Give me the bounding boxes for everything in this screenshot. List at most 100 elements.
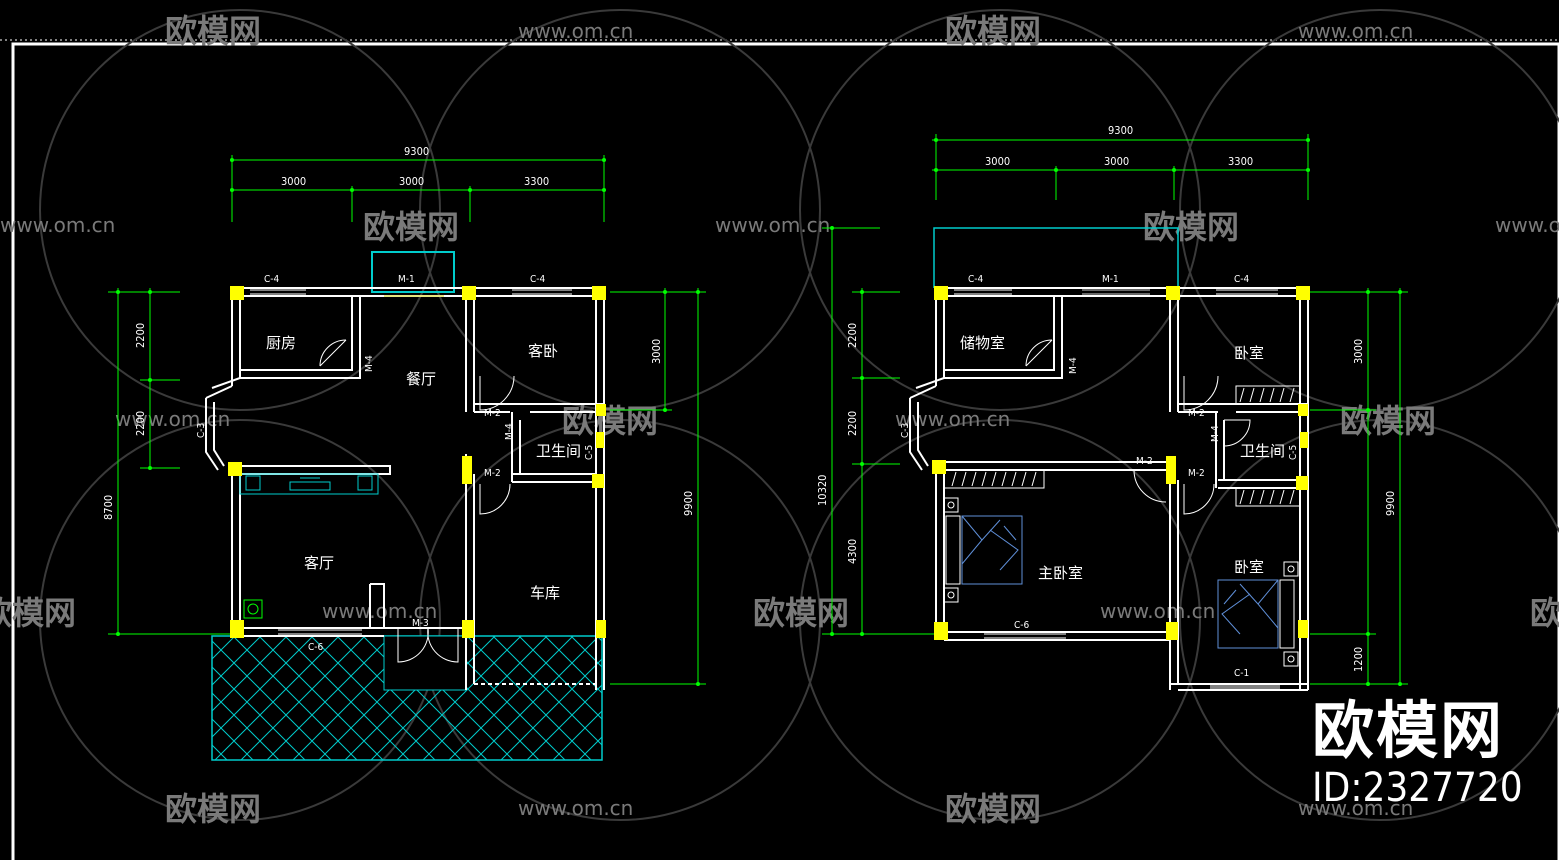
room-master: 主卧室 <box>1038 564 1083 582</box>
drawing-frame <box>11 42 1559 860</box>
master-bed <box>961 515 1023 585</box>
right-columns <box>932 286 1310 640</box>
dim-total-top: 9300 <box>1108 124 1133 137</box>
room-living: 客厅 <box>304 554 334 572</box>
dim-total-top: 9300 <box>404 145 429 158</box>
watermark-url: www.om.cn <box>115 407 230 431</box>
left-walls <box>205 251 605 690</box>
tag-c6: C-6 <box>1014 620 1030 631</box>
right-dimension-lines <box>822 134 1408 686</box>
watermark-url: www.om.cn <box>895 407 1010 431</box>
dim-seg-right-2: 1200 <box>1352 647 1365 672</box>
tag-m2-bath2: M-2 <box>1188 468 1205 479</box>
dim-seg-top-2: 3000 <box>1104 155 1129 168</box>
watermark-logo: 欧模网 <box>753 594 849 632</box>
watermark-logo: 欧模网 <box>165 790 261 828</box>
tag-m4-bath: M-4 <box>1210 425 1221 442</box>
left-dimension-ticks <box>116 158 700 686</box>
watermark-url: www.om.cn <box>0 213 115 237</box>
room-guest-bedroom: 客卧 <box>528 342 558 360</box>
room-storage: 储物室 <box>960 334 1005 352</box>
tag-c4-right: C-4 <box>1234 274 1250 285</box>
tag-c3: C-3 <box>900 423 911 438</box>
watermark-logo: 欧模网 <box>945 12 1041 50</box>
tv-cabinet <box>239 473 379 495</box>
watermark-url: www.om.cn <box>518 796 633 820</box>
tag-m1: M-1 <box>398 274 415 285</box>
tag-c4-left: C-4 <box>968 274 984 285</box>
dim-total-right: 9900 <box>1384 491 1397 516</box>
tag-m2-garage: M-2 <box>484 468 501 479</box>
tag-m2-bed: M-2 <box>1188 408 1205 419</box>
left-floor-plan: 9300 3000 3000 3300 8700 2200 2200 3000 … <box>102 145 706 761</box>
dim-seg-right-1: 3000 <box>1352 339 1365 364</box>
tag-m4-storage: M-4 <box>1068 357 1079 374</box>
tag-c1: C-1 <box>1234 668 1249 679</box>
room-bedroom-bottom: 卧室 <box>1234 558 1264 576</box>
left-dimension-lines <box>108 155 706 686</box>
tag-m4-kitchen: M-4 <box>364 355 375 372</box>
room-bathroom: 卫生间 <box>1240 442 1285 460</box>
watermark-url: www.om.cn <box>322 599 437 623</box>
tag-m3: M-3 <box>412 618 429 629</box>
room-kitchen: 厨房 <box>266 334 296 352</box>
dim-seg-top-1: 3000 <box>281 175 306 188</box>
tag-c6: C-6 <box>308 642 324 653</box>
watermark-logo: 欧模网 <box>1530 594 1559 632</box>
watermark-texts: 欧模网 www.om.cn 欧模网 www.om.cn www.om.cn 欧模… <box>0 12 1559 828</box>
dim-total-left: 10320 <box>816 475 829 506</box>
watermark-logo: 欧模网 <box>1340 402 1436 440</box>
tag-m2-master: M-2 <box>1136 456 1153 467</box>
tag-m4-bath: M-4 <box>504 423 515 440</box>
watermark-url: www.om.cn <box>715 213 830 237</box>
tag-m2-bed: M-2 <box>484 408 501 419</box>
dim-seg-top-3: 3300 <box>1228 155 1253 168</box>
tag-m1: M-1 <box>1102 274 1119 285</box>
tag-c4-right: C-4 <box>530 274 546 285</box>
plant-icon <box>243 599 263 619</box>
dim-seg-left-2: 2200 <box>846 411 859 436</box>
room-dining: 餐厅 <box>406 370 436 388</box>
tag-c5: C-5 <box>584 445 595 460</box>
watermark-logo: 欧模网 <box>165 12 261 50</box>
model-id: ID:2327720 <box>1312 765 1523 811</box>
watermark-logo: 欧模网 <box>1143 208 1239 246</box>
watermark-logo: 欧模网 <box>562 402 658 440</box>
bedroom-nightstands <box>1279 561 1299 667</box>
dim-total-left: 8700 <box>102 495 115 520</box>
dim-seg-left-3: 4300 <box>846 539 859 564</box>
right-windows <box>954 289 1280 689</box>
watermark-url: www.om.cn <box>1298 796 1413 820</box>
left-doors <box>319 295 515 663</box>
watermark-circles <box>39 9 1559 821</box>
dim-seg-top-3: 3300 <box>524 175 549 188</box>
watermark-url: www.om.cn <box>518 19 633 43</box>
watermark-logo: 欧模网 <box>0 594 76 632</box>
dim-seg-top-1: 3000 <box>985 155 1010 168</box>
dim-seg-left-2: 2200 <box>134 411 147 436</box>
closets <box>943 385 1301 507</box>
room-bedroom-top: 卧室 <box>1234 344 1264 362</box>
tag-c3: C-3 <box>196 423 207 438</box>
brand-logo: 欧模网 <box>1312 694 1505 767</box>
entry-step <box>383 635 467 691</box>
left-windows <box>250 289 572 635</box>
room-bathroom: 卫生间 <box>536 442 581 460</box>
watermark-url: www.om.cn <box>1495 213 1559 237</box>
right-floor-plan: 9300 3000 3000 3300 10320 2200 2200 4300… <box>816 124 1408 691</box>
plant-pot <box>247 603 259 615</box>
dim-seg-top-2: 3000 <box>399 175 424 188</box>
right-dimension-ticks <box>830 138 1402 686</box>
dim-seg-left-1: 2200 <box>846 323 859 348</box>
watermark-url: www.om.cn <box>1100 599 1215 623</box>
tag-c5: C-5 <box>1288 445 1299 460</box>
left-columns <box>228 286 606 638</box>
watermark-logo: 欧模网 <box>945 790 1041 828</box>
dim-seg-right-1: 3000 <box>650 339 663 364</box>
dim-total-right: 9900 <box>682 491 695 516</box>
watermark-url: www.om.cn <box>1298 19 1413 43</box>
right-doors <box>1025 339 1251 515</box>
tag-c4-left: C-4 <box>264 274 280 285</box>
dim-seg-left-1: 2200 <box>134 323 147 348</box>
